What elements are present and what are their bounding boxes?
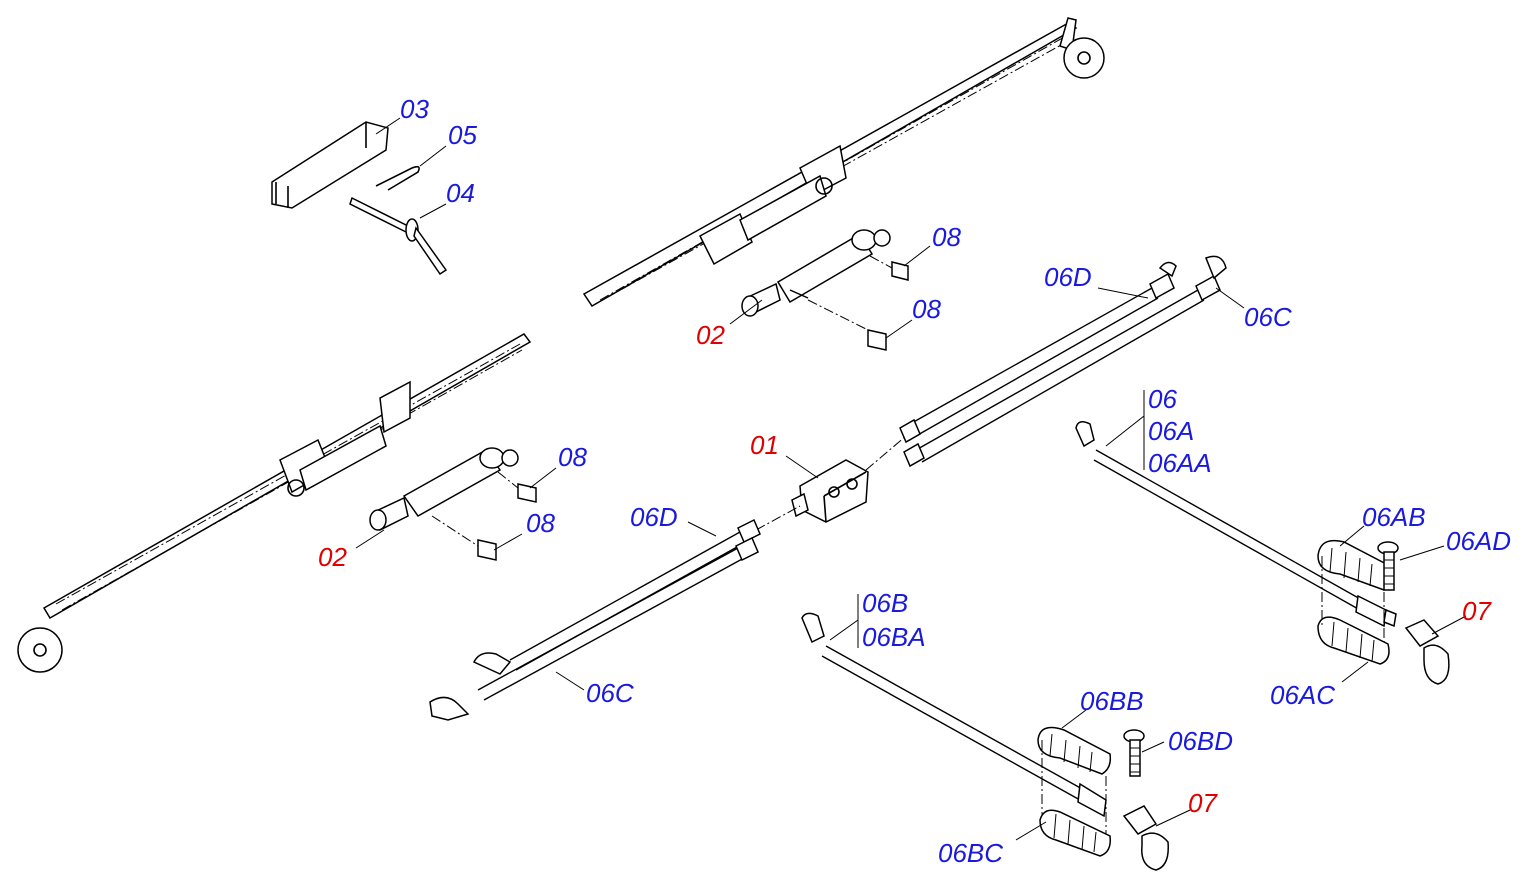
label-07-lower: 07 xyxy=(1188,788,1218,818)
cover-part-03 xyxy=(271,121,389,209)
label-08-upper-b: 08 xyxy=(912,294,941,324)
fitting-08-upper-b xyxy=(867,329,887,351)
coupler-07-a xyxy=(1404,619,1450,685)
label-01: 01 xyxy=(750,430,779,460)
fitting-08-lower-b xyxy=(477,539,497,561)
label-06AB: 06AB xyxy=(1362,502,1426,532)
hose-06D-upper xyxy=(899,261,1177,444)
label-06B: 06B xyxy=(862,588,908,618)
lower-frame-assembly xyxy=(17,333,532,673)
label-06AA: 06AA xyxy=(1148,448,1212,478)
hose-06D-lower xyxy=(472,518,761,675)
upper-frame-assembly xyxy=(582,17,1105,307)
label-05: 05 xyxy=(448,120,477,150)
label-06BC: 06BC xyxy=(938,838,1003,868)
fitting-08-lower-a xyxy=(517,483,537,503)
label-08-lower-a: 08 xyxy=(558,442,587,472)
label-06BA: 06BA xyxy=(862,622,926,652)
label-08-upper-a: 08 xyxy=(932,222,961,252)
label-02-upper: 02 xyxy=(696,320,725,350)
clip-part-05 xyxy=(375,165,420,191)
label-03: 03 xyxy=(400,94,429,124)
leader-lines xyxy=(355,117,1467,841)
hose-06C-lower xyxy=(429,536,759,721)
valve-block-01 xyxy=(791,459,869,523)
label-04: 04 xyxy=(446,178,475,208)
label-06: 06 xyxy=(1148,384,1177,414)
fitting-08-upper-a xyxy=(891,261,909,281)
label-06A: 06A xyxy=(1148,416,1194,446)
pin-part-04 xyxy=(349,196,448,276)
label-06AD: 06AD xyxy=(1446,526,1511,556)
label-06AC: 06AC xyxy=(1270,680,1335,710)
hose-06C-upper xyxy=(903,255,1227,468)
label-06BB: 06BB xyxy=(1080,686,1144,716)
screw-06BD xyxy=(1123,729,1145,777)
cylinder-lower-02 xyxy=(369,447,519,532)
label-06C-lower: 06C xyxy=(586,678,634,708)
sleeve-06BB xyxy=(1037,726,1112,775)
label-06D-upper: 06D xyxy=(1044,262,1092,292)
label-08-lower-b: 08 xyxy=(526,508,555,538)
sleeve-06AC xyxy=(1317,616,1390,665)
screw-06AD xyxy=(1377,541,1399,591)
label-06D-lower: 06D xyxy=(630,502,678,532)
label-07-upper: 07 xyxy=(1462,596,1492,626)
label-02-lower: 02 xyxy=(318,542,347,572)
hose-06-assembly xyxy=(1075,421,1397,628)
label-06BD: 06BD xyxy=(1168,726,1233,756)
cylinder-upper-02 xyxy=(741,229,891,317)
hose-06B-assembly xyxy=(801,612,1107,818)
coupler-07-b xyxy=(1122,805,1169,871)
label-06C-upper: 06C xyxy=(1244,302,1292,332)
sleeve-06BC xyxy=(1039,809,1112,857)
